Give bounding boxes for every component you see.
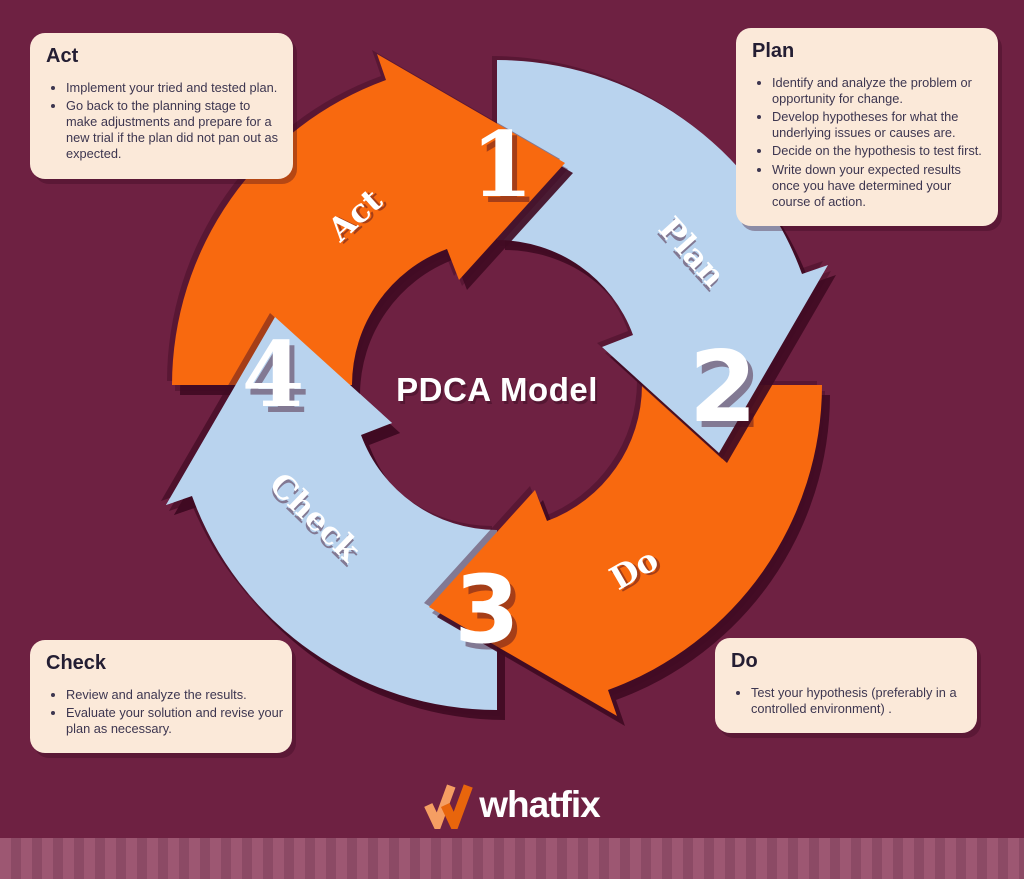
bullet-item: Decide on the hypothesis to test first.: [772, 143, 990, 159]
bullet-item: Identify and analyze the problem or oppo…: [772, 75, 990, 107]
bullet-item: Go back to the planning stage to make ad…: [66, 98, 285, 162]
bullet-item: Evaluate your solution and revise your p…: [66, 705, 284, 737]
info-box-do-bullets: Test your hypothesis (preferably in a co…: [731, 685, 969, 717]
brand-name: whatfix: [479, 783, 600, 825]
bullet-item: Develop hypotheses for what the underlyi…: [772, 109, 990, 141]
bullet-item: Implement your tried and tested plan.: [66, 80, 285, 96]
brand-logo: whatfix: [424, 779, 601, 829]
info-box-act-bullets: Implement your tried and tested plan. Go …: [46, 80, 285, 163]
do-arrow: [429, 385, 822, 716]
step-number-4: 4: [241, 322, 305, 428]
info-box-act-title: Act: [46, 45, 79, 67]
bullet-item: Review and analyze the results.: [66, 687, 284, 703]
bullet-item: Write down your expected results once yo…: [772, 162, 990, 210]
info-box-do: Do Test your hypothesis (preferably in a…: [715, 638, 977, 734]
info-box-plan-bullets: Identify and analyze the problem or oppo…: [752, 75, 990, 210]
plan-arrow: [497, 60, 828, 453]
diagram-center-title: PDCA Model: [396, 371, 598, 408]
info-box-check-bullets: Review and analyze the results. Evaluate …: [46, 687, 284, 737]
step-number-2: 2: [688, 331, 758, 445]
info-box-plan-title: Plan: [752, 40, 795, 62]
info-box-check-title: Check: [46, 652, 107, 674]
step-number-3: 3: [454, 556, 520, 665]
info-box-do-title: Do: [731, 650, 758, 672]
info-box-act: Act Implement your tried and tested plan…: [30, 33, 293, 179]
whatfix-mark-icon: [424, 784, 473, 829]
info-box-plan: Plan Identify and analyze the problem or…: [736, 28, 998, 226]
step-number-1: 1: [470, 112, 534, 218]
footer-stripes: [0, 838, 1024, 879]
bullet-item: Test your hypothesis (preferably in a co…: [751, 685, 969, 717]
act-arrow: [172, 54, 565, 385]
info-box-check: Check Review and analyze the results. Eva…: [30, 640, 292, 754]
